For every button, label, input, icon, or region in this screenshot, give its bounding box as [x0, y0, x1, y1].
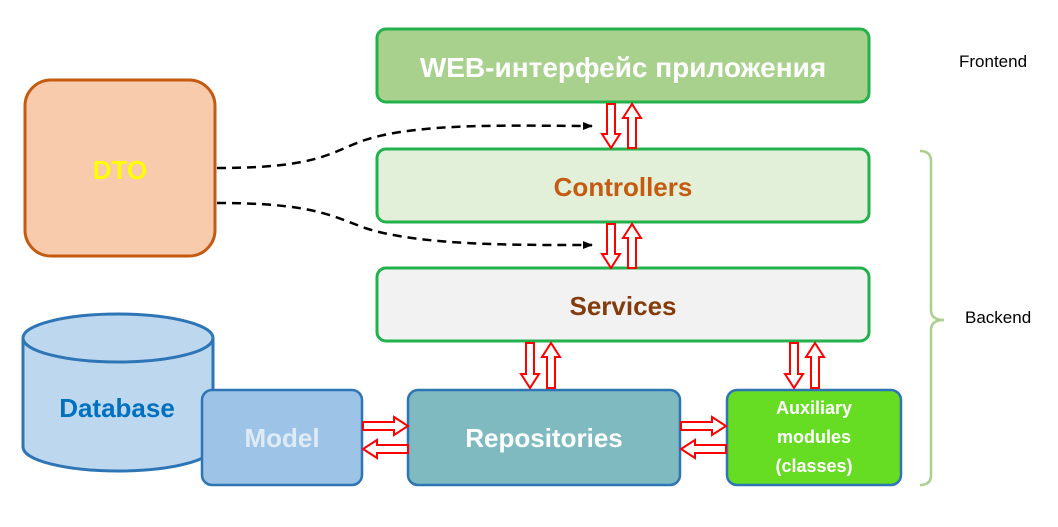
right-arrow — [362, 415, 410, 437]
auxiliary-box — [725, 388, 903, 487]
web-controllers-double-arrow — [600, 102, 643, 150]
services-node: Services — [375, 266, 871, 343]
web-ui-label: WEB-интерфейс приложения — [420, 52, 826, 83]
auxiliary-label-line3: (classes) — [775, 456, 852, 476]
model-box — [200, 388, 364, 487]
dto-box — [23, 78, 217, 258]
up-arrow — [540, 341, 562, 389]
backend-label: Backend — [965, 308, 1031, 327]
repositories-box — [406, 388, 682, 487]
controllers-services-double-arrow — [600, 222, 643, 270]
backend-bracket — [919, 149, 945, 487]
model-label: Model — [244, 423, 319, 453]
controllers-box — [375, 147, 871, 224]
frontend-label: Frontend — [959, 52, 1027, 71]
up-arrow — [621, 102, 643, 149]
database-node: Database — [21, 312, 215, 473]
down-arrow — [783, 342, 805, 390]
database-cylinder-top — [21, 312, 215, 364]
down-arrow — [600, 103, 622, 150]
repositories-label: Repositories — [465, 423, 623, 453]
controllers-label: Controllers — [554, 172, 693, 202]
auxiliary-node: Auxiliary modules (classes) — [725, 388, 903, 487]
web-ui-node: WEB-интерфейс приложения — [375, 27, 871, 104]
dto-node: DTO — [23, 78, 217, 258]
dto-label: DTO — [93, 155, 147, 185]
up-arrow — [804, 341, 826, 389]
model-node: Model — [200, 388, 364, 487]
repositories-auxiliary-double-arrow — [679, 415, 728, 460]
repositories-node: Repositories — [406, 388, 682, 487]
model-repositories-double-arrow — [361, 415, 410, 460]
services-repositories-double-arrow — [519, 341, 562, 390]
services-box — [375, 266, 871, 343]
database-label: Database — [59, 393, 175, 423]
auxiliary-label-line1: Auxiliary — [776, 398, 852, 418]
down-arrow — [519, 342, 541, 390]
left-arrow — [679, 438, 727, 460]
down-arrow — [600, 223, 622, 270]
dto-to-services-dashed-arrow — [216, 201, 593, 250]
web-ui-box — [375, 27, 871, 104]
services-auxiliary-double-arrow — [783, 341, 826, 390]
auxiliary-label-line2: modules — [777, 427, 851, 447]
up-arrow — [621, 222, 643, 269]
left-arrow — [361, 438, 409, 460]
right-arrow — [680, 415, 728, 437]
services-label: Services — [570, 291, 677, 321]
dto-to-web-dashed-arrow — [216, 121, 593, 170]
controllers-node: Controllers — [375, 147, 871, 224]
